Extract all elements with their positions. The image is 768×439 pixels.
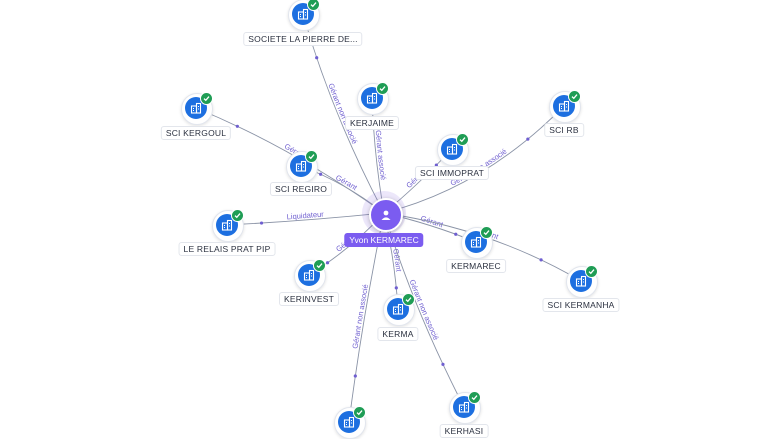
center-person-label[interactable]: Yvon KERMAREC xyxy=(344,233,424,247)
edge-sci-kergoul xyxy=(195,107,385,214)
edge-arrow-sci-kergoul xyxy=(235,124,239,128)
check-icon xyxy=(200,92,213,105)
check-icon xyxy=(376,82,389,95)
check-icon xyxy=(585,265,598,278)
edge-arrow-sci-regiro xyxy=(319,172,323,176)
company-label-le-relais-prat-pip[interactable]: LE RELAIS PRAT PIP xyxy=(178,242,276,256)
edge-arrow-sci-rb xyxy=(526,137,530,141)
company-label-kermarec[interactable]: KERMAREC xyxy=(446,259,506,273)
check-icon xyxy=(480,226,493,239)
edge-le-relais-prat-pip xyxy=(226,212,385,226)
company-label-sci-rb[interactable]: SCI RB xyxy=(544,123,584,137)
check-icon xyxy=(353,406,366,419)
check-icon xyxy=(307,0,320,11)
check-icon xyxy=(402,293,415,306)
company-label-kerhasi[interactable]: KERHASI xyxy=(439,424,489,438)
edge-arrow-kerinvest xyxy=(325,261,330,265)
edge-arrow-bottom-company xyxy=(353,374,357,378)
edge-arrow-kerma xyxy=(394,286,398,290)
company-label-kerma[interactable]: KERMA xyxy=(377,327,419,341)
edge-label-societe-la-pierre: Gérant non associé xyxy=(326,82,359,145)
edge-arrow-le-relais-prat-pip xyxy=(259,221,264,225)
edge-label-bottom-company: Gérant non associé xyxy=(350,284,370,350)
company-label-societe-la-pierre[interactable]: SOCIETE LA PIERRE DE... xyxy=(243,32,363,46)
check-icon xyxy=(305,150,318,163)
company-label-sci-kergoul[interactable]: SCI KERGOUL xyxy=(160,126,232,140)
check-icon xyxy=(456,133,469,146)
edge-arrow-kermarec xyxy=(454,232,458,236)
company-label-sci-kermanha[interactable]: SCI KERMANHA xyxy=(542,298,620,312)
company-label-kerjaime[interactable]: KERJAIME xyxy=(344,116,400,130)
edge-label-kermarec: Gérant xyxy=(420,214,446,230)
edge-sci-rb xyxy=(383,105,565,214)
edge-arrow-sci-kermanha xyxy=(539,258,543,262)
edge-label-kerma: Gérant xyxy=(391,248,403,273)
edge-arrow-sci-immoprat xyxy=(434,163,438,167)
edge-arrow-societe-la-pierre xyxy=(315,56,319,60)
edge-arrow-kerhasi xyxy=(441,362,445,366)
edge-label-le-relais-prat-pip: Liquidateur xyxy=(286,210,324,222)
check-icon xyxy=(568,90,581,103)
edge-label-sci-regiro: Gérant xyxy=(334,173,359,193)
company-label-kerinvest[interactable]: KERINVEST xyxy=(279,292,339,306)
company-label-sci-immoprat[interactable]: SCI IMMOPRAT xyxy=(414,166,490,180)
check-icon xyxy=(231,209,244,222)
check-icon xyxy=(468,391,481,404)
check-icon xyxy=(313,259,326,272)
company-label-sci-regiro[interactable]: SCI REGIRO xyxy=(269,182,333,196)
person-icon xyxy=(369,198,403,232)
